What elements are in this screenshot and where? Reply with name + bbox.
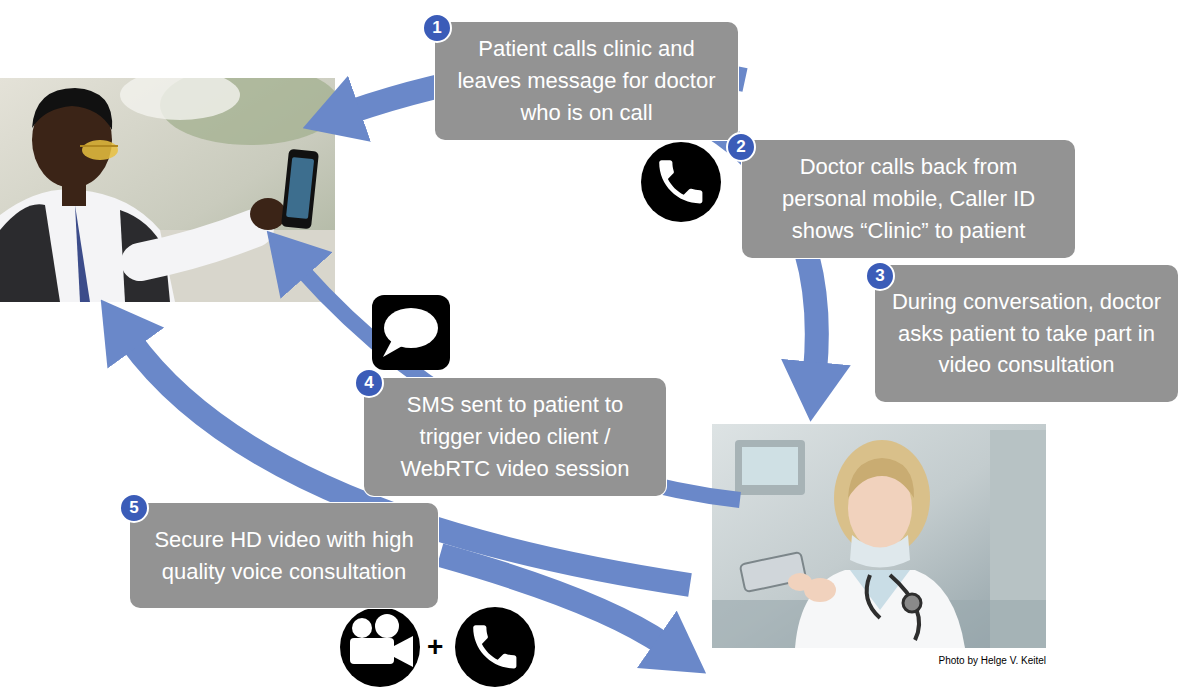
patient-photo-part <box>75 205 90 302</box>
sms-icon <box>372 295 450 370</box>
phone-icon-part <box>641 142 721 222</box>
doctor-photo-part <box>850 535 910 568</box>
video-icon-part <box>340 607 420 687</box>
patient-photo <box>0 78 335 302</box>
video-icon-part <box>375 614 399 638</box>
flow-arrows <box>130 66 817 645</box>
doctor-photo <box>712 424 1046 648</box>
doctor-photo-part <box>788 573 812 591</box>
video-icon-part <box>394 636 413 667</box>
callout-number: 4 <box>354 368 384 398</box>
flow-arrows-part <box>300 268 740 500</box>
patient-photo-part <box>80 145 118 147</box>
box-text: Doctor calls back from personal mobile, … <box>756 151 1061 247</box>
box-content: During conversation, doctor asks patient… <box>875 281 1178 387</box>
patient-photo-part <box>140 228 255 262</box>
callout-number: 5 <box>119 493 149 523</box>
doctor-photo-part <box>712 424 1046 648</box>
sms-icon-part <box>383 340 404 357</box>
video-icon-part <box>352 618 372 638</box>
callout-box: During conversation, doctor asks patient… <box>875 265 1178 402</box>
callout-number: 2 <box>726 132 756 162</box>
phone-icon-part <box>659 160 702 203</box>
doctor-photo-part <box>795 570 965 648</box>
box-text: Secure HD video with high quality voice … <box>144 524 424 588</box>
doctor-photo-part <box>735 440 805 495</box>
box-content: Secure HD video with high quality voice … <box>130 519 438 593</box>
doctor-photo-part <box>850 570 910 610</box>
callout-number: 1 <box>422 13 452 43</box>
doctor-photo-part <box>903 594 921 612</box>
phone-icon <box>455 607 535 687</box>
callout-box: SMS sent to patient to trigger video cli… <box>364 378 666 496</box>
box-content: Doctor calls back from personal mobile, … <box>742 146 1075 252</box>
patient-photo-part <box>281 149 319 230</box>
box-content: SMS sent to patient to trigger video cli… <box>364 384 666 490</box>
box-text: During conversation, doctor asks patient… <box>889 286 1164 382</box>
patient-photo-part <box>120 78 240 120</box>
sms-icon-part <box>372 295 450 370</box>
callout-box: Doctor calls back from personal mobile, … <box>742 140 1075 258</box>
patient-photo-part <box>62 178 86 206</box>
callout-box: Patient calls clinic and leaves message … <box>435 22 738 140</box>
callout-number: 3 <box>865 261 895 291</box>
patient-photo-part <box>82 140 118 160</box>
phone-icon <box>641 142 721 222</box>
video-icon-part <box>350 638 394 664</box>
box-text: SMS sent to patient to trigger video cli… <box>378 389 652 485</box>
box-content: Patient calls clinic and leaves message … <box>435 28 738 134</box>
doctor-photo-part <box>867 575 880 618</box>
doctor-photo-part <box>848 458 914 498</box>
box-text: Patient calls clinic and leaves message … <box>449 33 724 129</box>
photo-credit: Photo by Helge V. Keitel <box>939 655 1046 666</box>
patient-photo-part <box>0 204 60 302</box>
phone-icon-part <box>455 607 535 687</box>
phone-icon-part <box>473 625 516 668</box>
callout-box: Secure HD video with high quality voice … <box>130 503 438 608</box>
doctor-photo-part <box>834 440 930 556</box>
patient-photo-part <box>286 157 314 219</box>
plus-sign: + <box>427 633 443 661</box>
video-icon <box>340 607 420 687</box>
patient-photo-part <box>32 88 112 130</box>
patient-photo-part <box>250 198 286 230</box>
doctor-photo-part <box>742 447 798 485</box>
